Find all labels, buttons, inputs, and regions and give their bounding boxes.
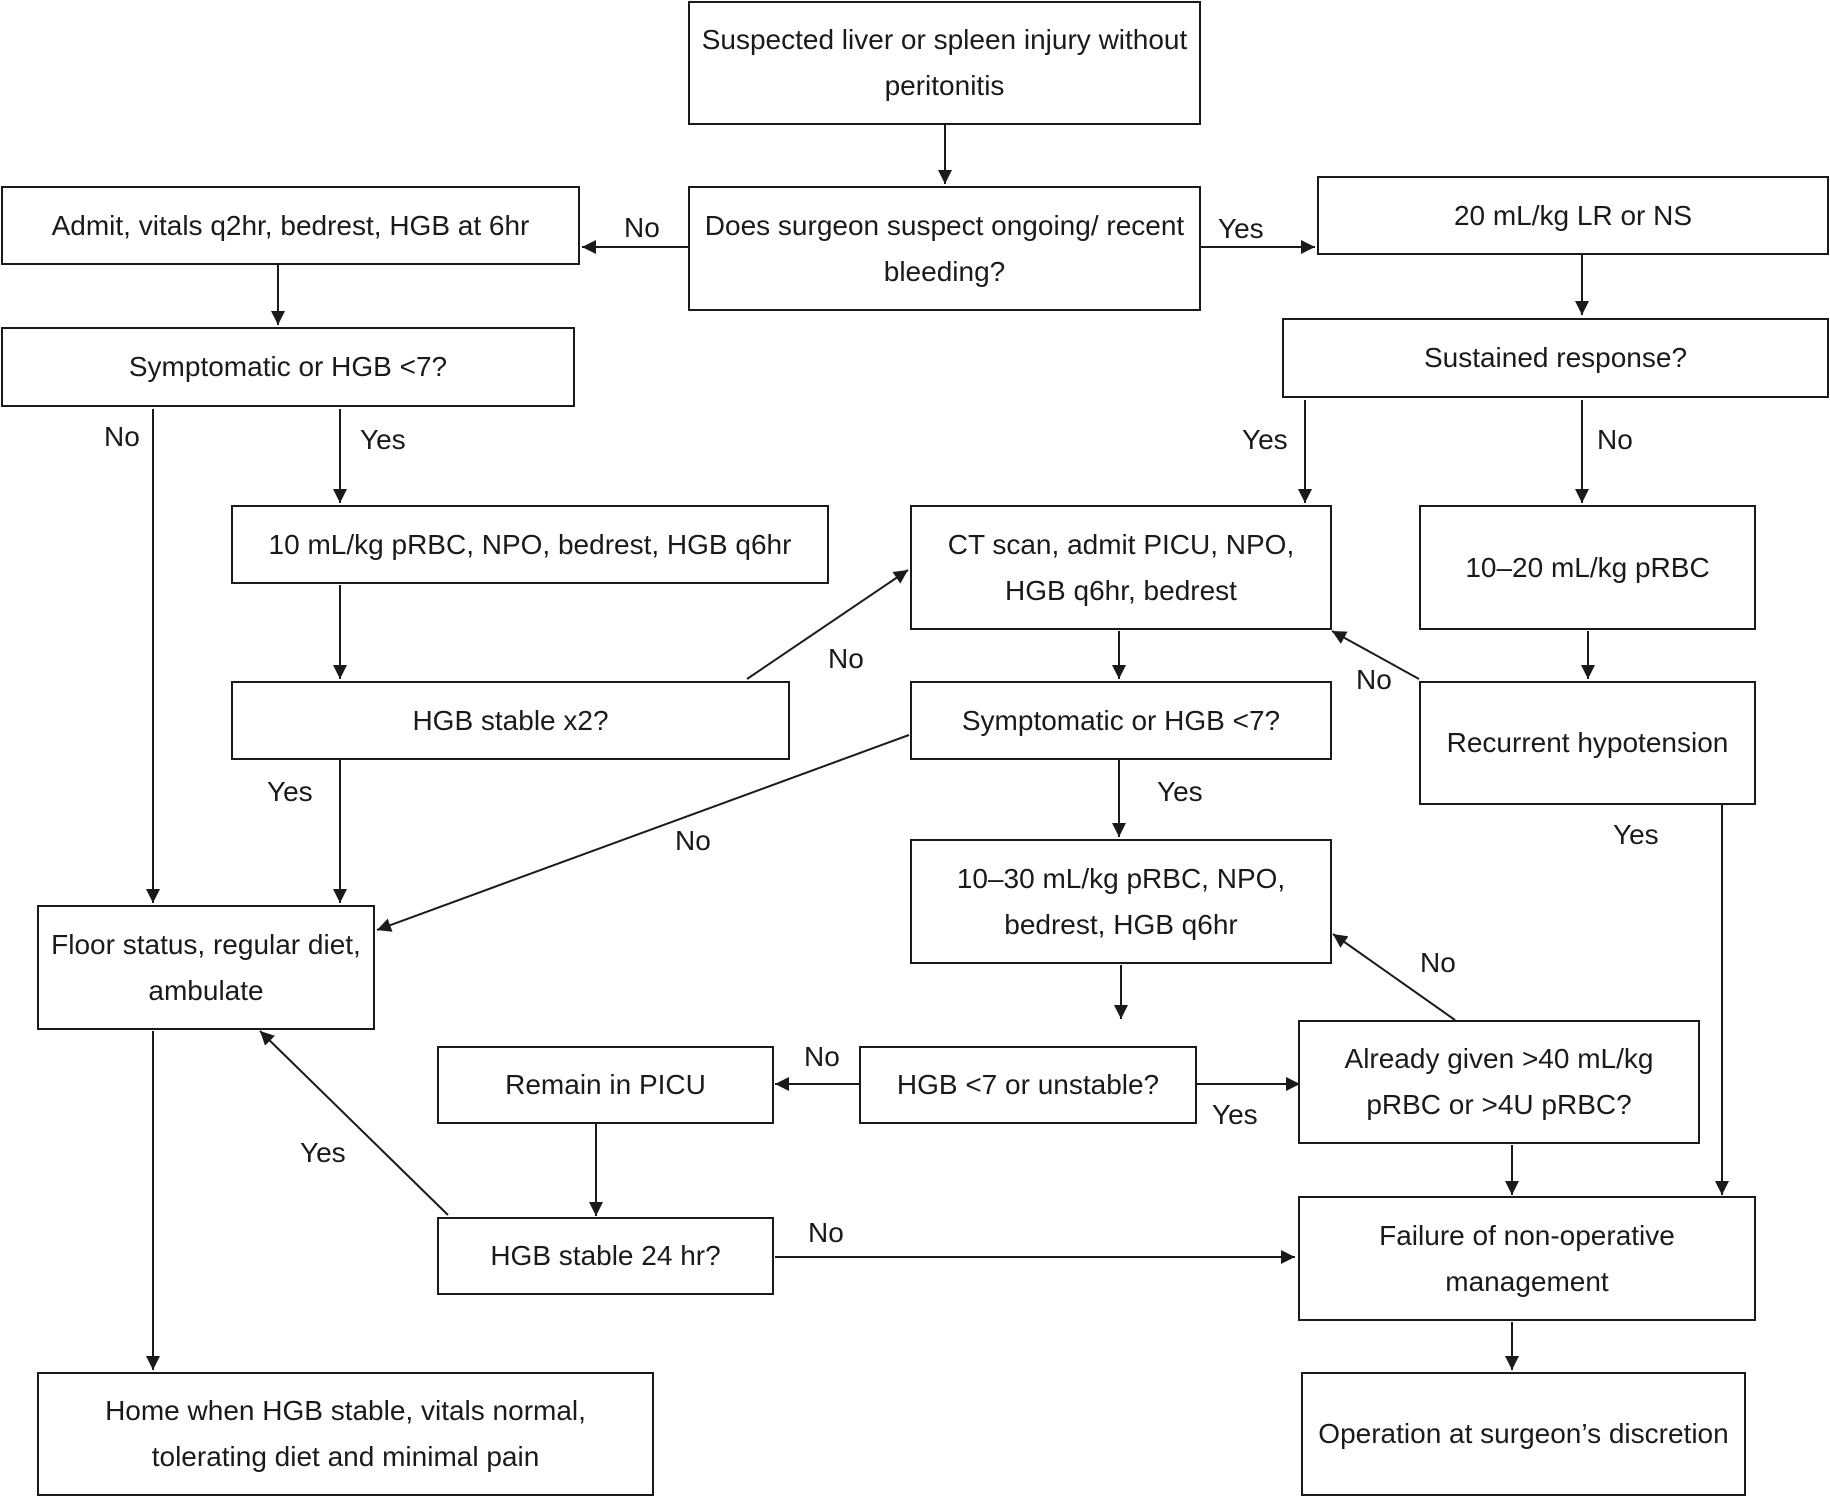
edge-label-recurrent-no: No <box>1356 664 1392 695</box>
edge-label-unstable-no: No <box>804 1041 840 1072</box>
node-sustained-question: Sustained response? <box>1282 318 1829 398</box>
edge-label-symp1-no: No <box>104 421 140 452</box>
edge-label-symp1-yes: Yes <box>360 424 406 455</box>
edge-label-bleeding-no: No <box>624 212 660 243</box>
arrow-recurrent-no-to-ct <box>1331 630 1420 680</box>
node-operation: Operation at surgeon’s discretion <box>1301 1372 1746 1496</box>
arrow-symp2-no-to-floor <box>376 734 910 932</box>
node-prbc-10-30: 10–30 mL/kg pRBC, NPO, bedrest, HGB q6hr <box>910 839 1332 964</box>
edge-label-sustained-no: No <box>1597 424 1633 455</box>
edge-label-recurrent-yes: Yes <box>1613 819 1659 850</box>
node-ct-scan: CT scan, admit PICU, NPO, HGB q6hr, bedr… <box>910 505 1332 630</box>
node-unstable-question: HGB <7 or unstable? <box>859 1046 1197 1124</box>
arrow-already-no-to-prbc1030 <box>1332 933 1456 1021</box>
edge-label-sustained-yes: Yes <box>1242 424 1288 455</box>
edge-label-symp2-yes: Yes <box>1157 776 1203 807</box>
node-stable-24hr-question: HGB stable 24 hr? <box>437 1217 774 1295</box>
arrow-stable2-no-to-ct <box>746 569 909 680</box>
edge-label-symp2-no: No <box>675 825 711 856</box>
edge-label-stable2-yes: Yes <box>267 776 313 807</box>
node-admit: Admit, vitals q2hr, bedrest, HGB at 6hr <box>1 186 580 265</box>
edge-label-stable24-yes: Yes <box>300 1137 346 1168</box>
node-stable-x2-question: HGB stable x2? <box>231 681 790 760</box>
node-symptomatic-question-1: Symptomatic or HGB <7? <box>1 327 575 407</box>
edge-label-stable2-no: No <box>828 643 864 674</box>
edge-label-unstable-yes: Yes <box>1212 1099 1258 1130</box>
node-prbc-10: 10 mL/kg pRBC, NPO, bedrest, HGB q6hr <box>231 505 829 584</box>
arrow-stable24-yes-to-floor <box>259 1030 449 1216</box>
node-already-given-question: Already given >40 mL/kg pRBC or >4U pRBC… <box>1298 1020 1700 1144</box>
node-home: Home when HGB stable, vitals normal, tol… <box>37 1372 654 1496</box>
node-start: Suspected liver or spleen injury without… <box>688 1 1201 125</box>
node-recurrent-hypotension: Recurrent hypotension <box>1419 681 1756 805</box>
node-symptomatic-question-2: Symptomatic or HGB <7? <box>910 681 1332 760</box>
edge-label-stable24-no: No <box>808 1217 844 1248</box>
node-remain-picu: Remain in PICU <box>437 1046 774 1124</box>
node-prbc-10-20: 10–20 mL/kg pRBC <box>1419 505 1756 630</box>
node-fluid-bolus: 20 mL/kg LR or NS <box>1317 176 1829 255</box>
node-failure-nonoperative: Failure of non-operative management <box>1298 1196 1756 1321</box>
edge-label-already-no: No <box>1420 947 1456 978</box>
edge-label-bleeding-yes: Yes <box>1218 213 1264 244</box>
node-bleeding-question: Does surgeon suspect ongoing/ recent ble… <box>688 186 1201 311</box>
node-floor-status: Floor status, regular diet, ambulate <box>37 905 375 1030</box>
